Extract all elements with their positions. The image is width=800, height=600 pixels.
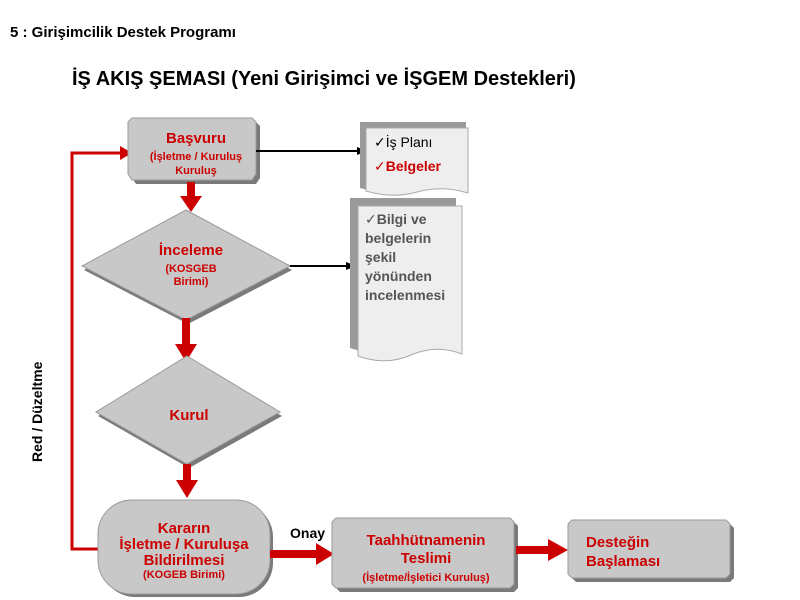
review-line5: incelenmesi <box>365 287 445 303</box>
approve-label: Onay <box>290 525 325 541</box>
step-baslama: Desteğin Başlaması <box>567 519 734 582</box>
review-line3: şekil <box>365 249 396 265</box>
taahhut-sub: (İşletme/İşletici Kuruluş) <box>362 571 489 584</box>
step-karar: Kararın İşletme / Kuruluşa Bildirilmesi … <box>97 499 273 597</box>
baslama-line1: Desteğin <box>586 534 649 551</box>
rejection-loop <box>70 146 132 551</box>
review-line1: Bilgi ve <box>377 211 427 227</box>
basvuru-sub: (İşletme / Kuruluş <box>150 150 242 163</box>
step-basvuru: Başvuru (İşletme / Kuruluş Kuruluş <box>127 117 260 184</box>
check-icon: ✓ <box>374 158 386 174</box>
doc-item-belgeler: Belgeler <box>386 158 442 174</box>
note-review: ✓Bilgi ve belgelerin şekil yönünden ince… <box>350 198 463 362</box>
basvuru-sub2: Kuruluş <box>175 165 217 177</box>
svg-text:✓Bilgi ve: ✓Bilgi ve <box>365 211 427 227</box>
review-line2: belgelerin <box>365 230 431 246</box>
arrow-taahhut-baslama <box>516 539 568 561</box>
karar-sub: (KOGEB Birimi) <box>143 569 225 581</box>
arrow-kurul-karar <box>176 464 198 498</box>
note-documents: ✓İş Planı ✓Belgeler <box>360 122 469 196</box>
arrow-basvuru-inceleme <box>180 182 202 212</box>
inceleme-label: İnceleme <box>159 242 223 259</box>
kurul-label: Kurul <box>169 407 208 424</box>
taahhut-line2: Teslimi <box>401 550 452 567</box>
step-taahhut: Taahhütnamenin Teslimi (İşletme/İşletici… <box>331 517 518 592</box>
doc-item-is-plani: İş Planı <box>386 133 433 150</box>
basvuru-label: Başvuru <box>166 130 226 147</box>
arrow-inceleme-kurul <box>175 318 197 362</box>
step-inceleme: İnceleme (KOSGEB Birimi) <box>80 209 292 324</box>
step-kurul: Kurul <box>95 355 282 468</box>
loop-label: Red / Düzeltme <box>29 361 45 462</box>
svg-text:✓İş Planı: ✓İş Planı <box>374 133 432 150</box>
page-title: İŞ AKIŞ ŞEMASI (Yeni Girişimci ve İŞGEM … <box>72 67 576 90</box>
baslama-line2: Başlaması <box>586 553 660 570</box>
taahhut-line1: Taahhütnamenin <box>367 532 486 549</box>
inceleme-sub1: (KOSGEB <box>165 263 216 275</box>
program-title: 5 : Girişimcilik Destek Programı <box>10 24 236 41</box>
arrow-karar-taahhut <box>270 543 334 565</box>
review-line4: yönünden <box>365 268 432 284</box>
inceleme-sub2: Birimi) <box>174 276 209 288</box>
svg-text:✓Belgeler: ✓Belgeler <box>374 158 442 174</box>
karar-line3: Bildirilmesi <box>144 552 225 569</box>
check-icon: ✓ <box>374 134 386 150</box>
karar-line2: İşletme / Kuruluşa <box>119 536 249 553</box>
karar-line1: Kararın <box>158 520 211 537</box>
check-icon: ✓ <box>365 211 377 227</box>
